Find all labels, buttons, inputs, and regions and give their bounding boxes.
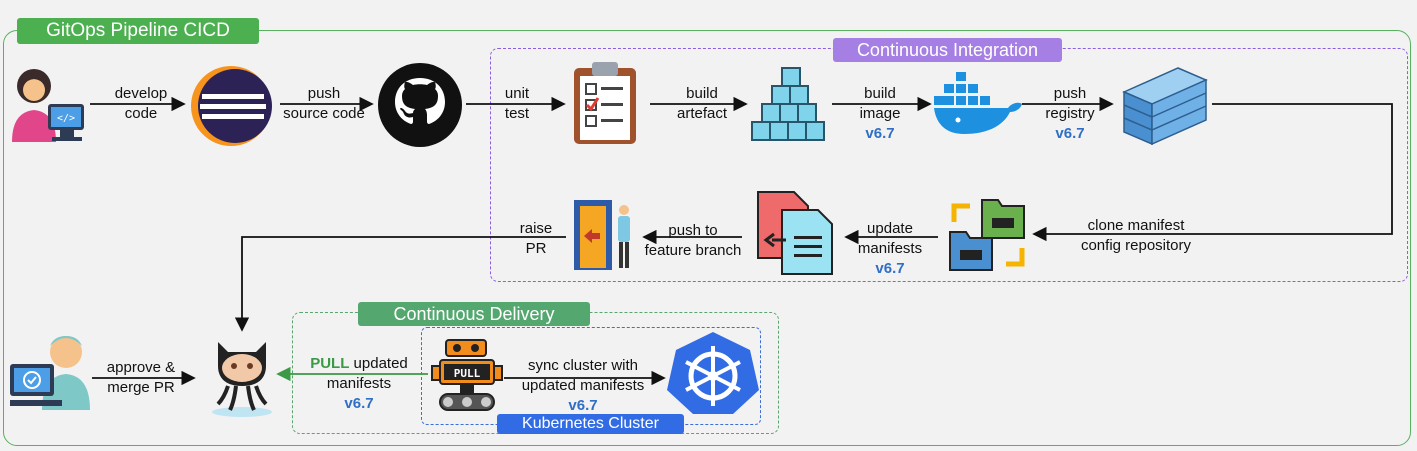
label-approve-merge: approve &merge PR xyxy=(106,359,176,396)
eclipse-icon xyxy=(191,66,272,146)
svg-text:PULL: PULL xyxy=(454,367,481,380)
reviewer-icon xyxy=(10,336,90,410)
pipeline-title: GitOps Pipeline CICD xyxy=(17,18,259,44)
kubernetes-icon xyxy=(667,332,759,414)
k8s-section-title: Kubernetes Cluster xyxy=(497,414,684,434)
registry-icon xyxy=(1122,67,1208,146)
developer-icon: </> xyxy=(12,69,84,142)
ci-section-title: Continuous Integration xyxy=(833,38,1062,62)
octocat-icon xyxy=(212,342,272,417)
folders-icon xyxy=(949,199,1025,271)
arrow-clone-manifest xyxy=(1032,103,1393,242)
docker-icon xyxy=(934,72,1022,134)
manifest-files-icon xyxy=(757,191,833,275)
checklist-icon xyxy=(574,62,636,144)
pull-request-icon xyxy=(574,200,630,270)
argo-robot-icon: PULL xyxy=(431,339,503,411)
github-icon xyxy=(378,63,462,147)
pipeline-frame xyxy=(3,30,1411,446)
arrow-raise-pr xyxy=(234,236,566,332)
svg-text:</>: </> xyxy=(57,113,75,124)
cd-section-title: Continuous Delivery xyxy=(358,302,590,326)
blocks-icon xyxy=(751,67,825,141)
